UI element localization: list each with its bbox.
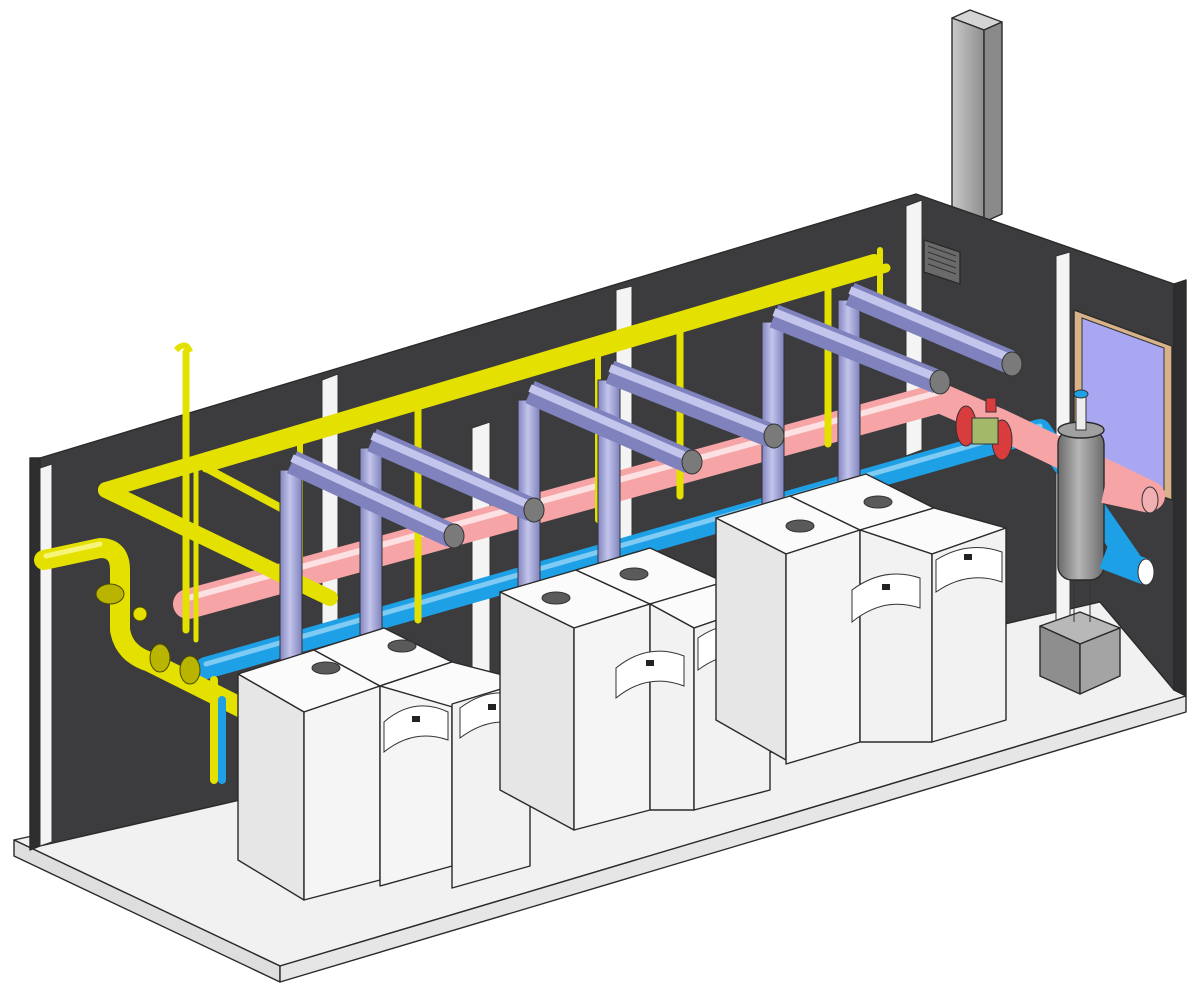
chimney xyxy=(951,9,1003,223)
gas-header-pipe xyxy=(98,247,891,643)
hydraulic-separator xyxy=(1039,389,1159,695)
boiler-module xyxy=(237,649,381,901)
circulation-pump xyxy=(955,397,1013,461)
ventilation-grille xyxy=(923,239,961,285)
boiler-unit-3 xyxy=(715,473,1007,765)
flue-horizontal xyxy=(286,282,1023,549)
boiler-control-panel xyxy=(851,547,1003,624)
column xyxy=(39,463,53,847)
flue-pipes xyxy=(279,282,1023,661)
boiler-unit-2 xyxy=(499,547,771,831)
gas-inlet-pipe xyxy=(34,538,340,784)
